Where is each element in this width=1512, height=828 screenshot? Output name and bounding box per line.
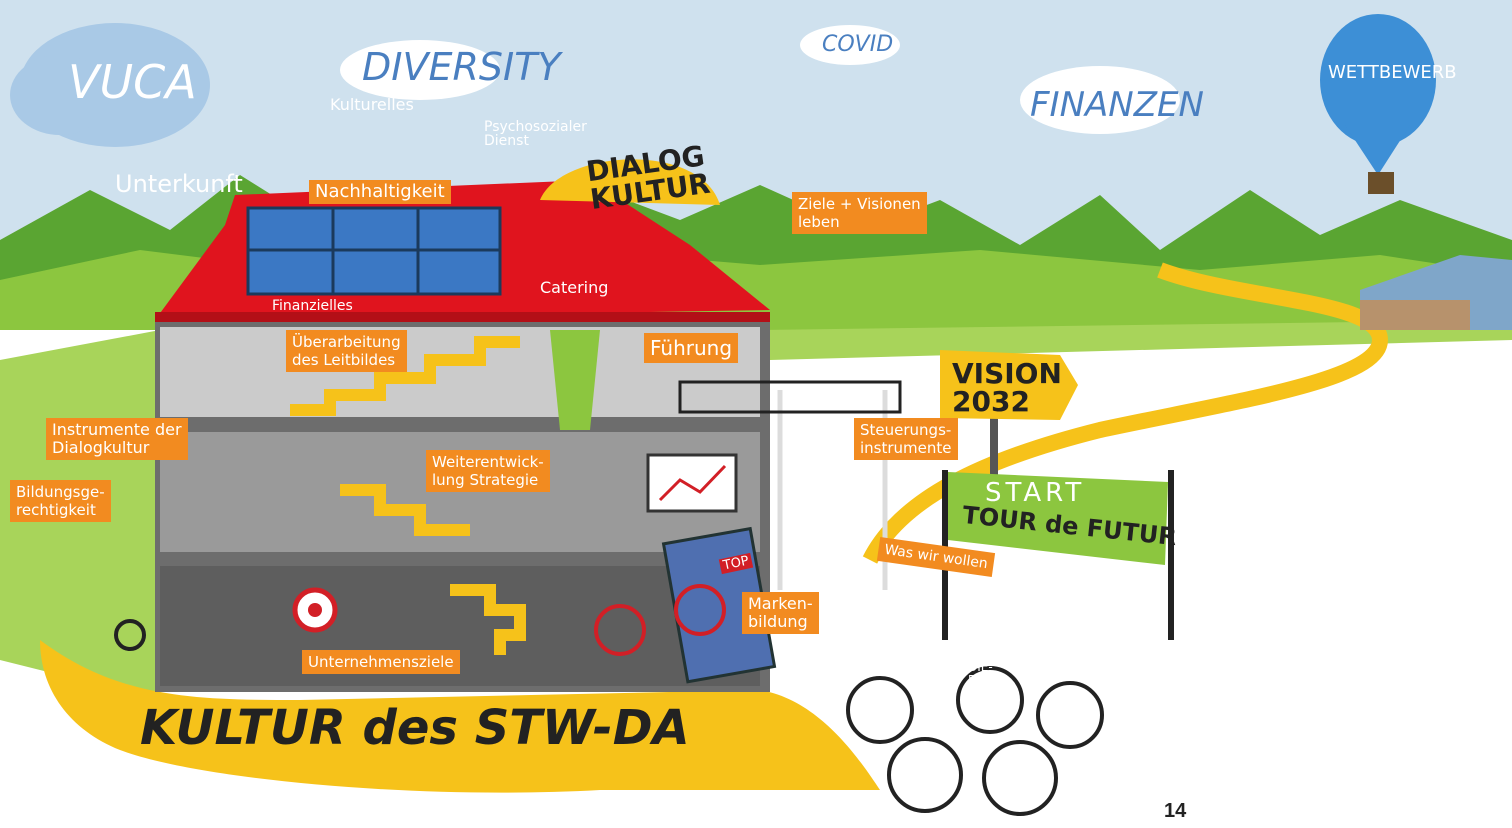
dialog-umbrella bbox=[540, 159, 720, 205]
ziele-visionen-label: Ziele + Visionen leben bbox=[792, 192, 927, 234]
instrumente-label: Instrumente der Dialogkultur bbox=[46, 418, 188, 460]
kultur-title: KULTUR des STW-DA bbox=[140, 700, 690, 756]
markenbildung-label: Marken- bildung bbox=[742, 592, 819, 634]
finanzen-text: FINANZEN bbox=[1030, 85, 1204, 125]
bildungsgerechtigkeit-label: Bildungsge- rechtigkeit bbox=[10, 480, 111, 522]
weiterentwicklung-label: Weiterentwick- lung Strategie bbox=[426, 450, 550, 492]
page-number: 14 bbox=[1164, 800, 1187, 822]
unterkunft-text: Unterkunft bbox=[115, 170, 243, 198]
covid-text: COVID bbox=[822, 32, 894, 57]
catering-text: Catering bbox=[540, 278, 609, 297]
finanzielles-text: Finanzielles bbox=[272, 298, 353, 314]
wettbewerb-text: WETTBEWERB bbox=[1328, 62, 1457, 83]
building-right bbox=[1360, 255, 1512, 330]
bicycles bbox=[114, 584, 1104, 816]
kulturelles-text: Kulturelles bbox=[330, 95, 414, 114]
vuca-text: VUCA bbox=[68, 55, 197, 109]
diversity-text: DIVERSITY bbox=[362, 45, 561, 89]
ueberarbeitung-label: Überarbeitung des Leitbildes bbox=[286, 330, 407, 372]
house bbox=[155, 180, 777, 692]
fuehrung-label: Führung bbox=[644, 333, 739, 363]
psychosozialer-dienst-text: Psychosozialer Dienst bbox=[484, 119, 587, 149]
studierende-text: STU- DIE- REN- DE bbox=[968, 647, 998, 700]
vision-sign bbox=[940, 350, 1078, 490]
vision-2032-text: VISION 2032 bbox=[952, 357, 1062, 418]
banner-start-text: START bbox=[985, 478, 1086, 508]
clouds bbox=[10, 23, 1180, 147]
unternehmensziele-label: Unternehmensziele bbox=[302, 650, 460, 674]
hot-air-balloon bbox=[1320, 14, 1436, 194]
steuerungsinstrumente-label: Steuerungs- instrumente bbox=[854, 418, 958, 460]
nachhaltigkeit-label: Nachhaltigkeit bbox=[309, 180, 451, 204]
